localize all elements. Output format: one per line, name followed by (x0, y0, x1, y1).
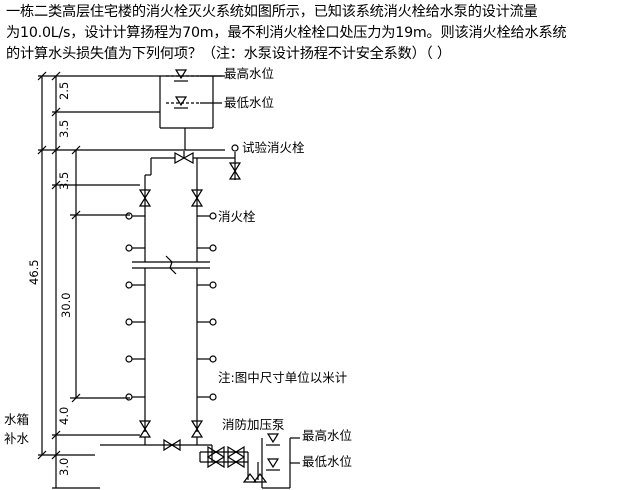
dim-30-0: 30.0 (59, 292, 73, 318)
label-hydrant: 消火栓 (218, 209, 256, 224)
hydrant-icon (125, 281, 133, 289)
question-line-2: 为10.0L/s，设计计算扬程为70m，最不利消火栓栓口处压力为19m。则该消火… (6, 25, 567, 41)
hydrant-icon (209, 318, 217, 326)
question-text: 一栋二类高层住宅楼的消火栓灭火系统如图所示，已知该系统消火栓给水泵的设计流量 为… (6, 2, 614, 65)
hydrant-icon (209, 244, 217, 252)
hydrant-icon (209, 393, 217, 401)
hydrant-icon (209, 281, 217, 289)
dimension-labels: 2.5 3.5 3.5 46.5 30.0 4.0 3.0 (27, 82, 73, 476)
label-fire-pump: 消防加压泵 (222, 417, 285, 432)
dim-3-0: 3.0 (57, 458, 71, 476)
roof-water-tank (159, 69, 222, 150)
label-pool-min-level: 最低水位 (302, 454, 352, 469)
bottom-header-and-pumps (100, 433, 300, 489)
label-tank-refill-1: 水箱 (4, 412, 29, 427)
label-tank-min-level: 最低水位 (224, 95, 274, 110)
hydrants-left (125, 212, 145, 401)
hydrants-right (197, 212, 217, 401)
hydrant-icon (209, 355, 217, 363)
dim-3-5-test: 3.5 (57, 172, 71, 190)
hydrant-icon (125, 355, 133, 363)
hydrant-icon (125, 393, 133, 401)
dim-2-5: 2.5 (57, 82, 71, 100)
diagram-note: 注:图中尺寸单位以米计 (218, 370, 347, 385)
dim-3-5-upper: 3.5 (57, 120, 71, 138)
pump-icon (252, 473, 268, 483)
pump-icon (242, 473, 258, 483)
dim-46-5: 46.5 (27, 259, 41, 285)
label-tank-max-level: 最高水位 (224, 66, 274, 81)
dimension-lines (37, 71, 225, 489)
top-header-pipe (150, 144, 242, 180)
hydrant-icon (125, 318, 133, 326)
test-hydrant-icon (231, 144, 239, 152)
hydrant-icon (125, 244, 133, 252)
label-pool-max-level: 最高水位 (302, 428, 352, 443)
label-test-hydrant: 试验消火栓 (242, 140, 305, 155)
question-line-1: 一栋二类高层住宅楼的消火栓灭火系统如图所示，已知该系统消火栓给水泵的设计流量 (6, 4, 538, 20)
dim-4-0: 4.0 (57, 407, 71, 425)
question-line-3: 的计算水头损失值为下列何项？（注：水泵设计扬程不计安全系数）（ ） (6, 46, 451, 62)
hydrant-icon (209, 212, 217, 220)
label-tank-refill-2: 补水 (4, 431, 30, 446)
risers (132, 174, 210, 438)
hydrant-icon (125, 212, 133, 220)
